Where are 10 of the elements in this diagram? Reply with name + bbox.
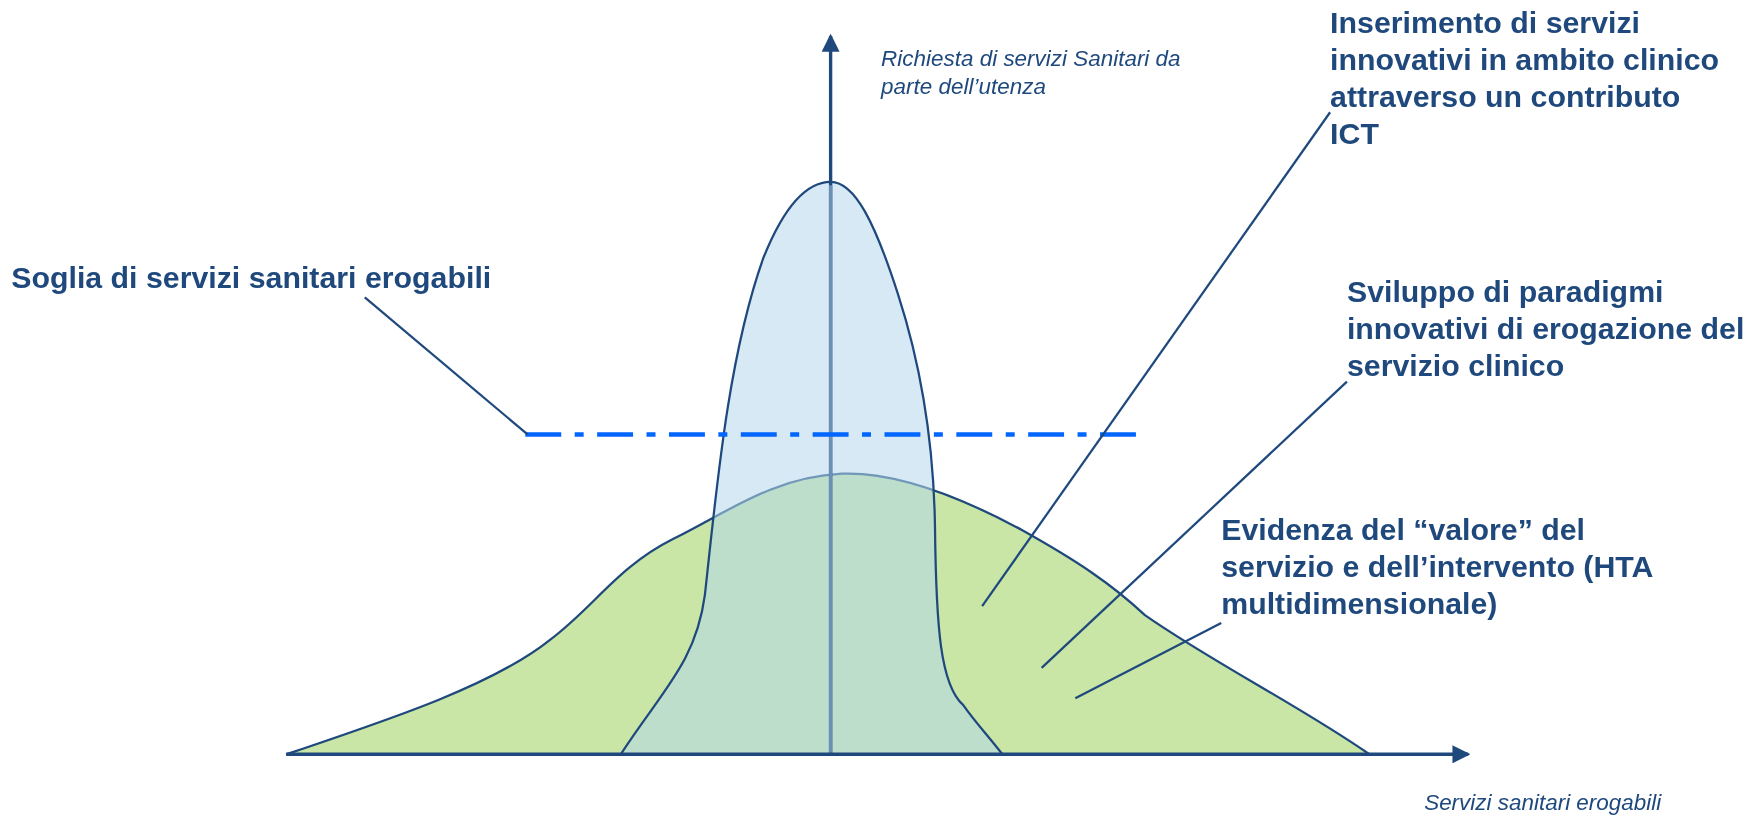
leader-line xyxy=(1074,621,1222,700)
callout-text: Soglia di servizi sanitari erogabili xyxy=(11,260,640,298)
axis-label: Servizi sanitari erogabili xyxy=(1423,789,1662,817)
axis-label: Richiesta di servizi Sanitari da parte dell’utenza xyxy=(881,45,1182,101)
leader-line xyxy=(981,111,1331,607)
callout-text: Evidenza del “valore” del servizio e dell’intervento (HTA multidimensionale) xyxy=(1221,511,1665,623)
callout-text: Sviluppo di paradigmi innovativi di erogazione del servizio clinico xyxy=(1346,273,1757,385)
callout-text: Inserimento di servizi innovativi in ambito clinico attraverso un contributo ICT xyxy=(1330,4,1723,153)
leader-line xyxy=(364,296,529,436)
leader-line xyxy=(1040,380,1348,669)
